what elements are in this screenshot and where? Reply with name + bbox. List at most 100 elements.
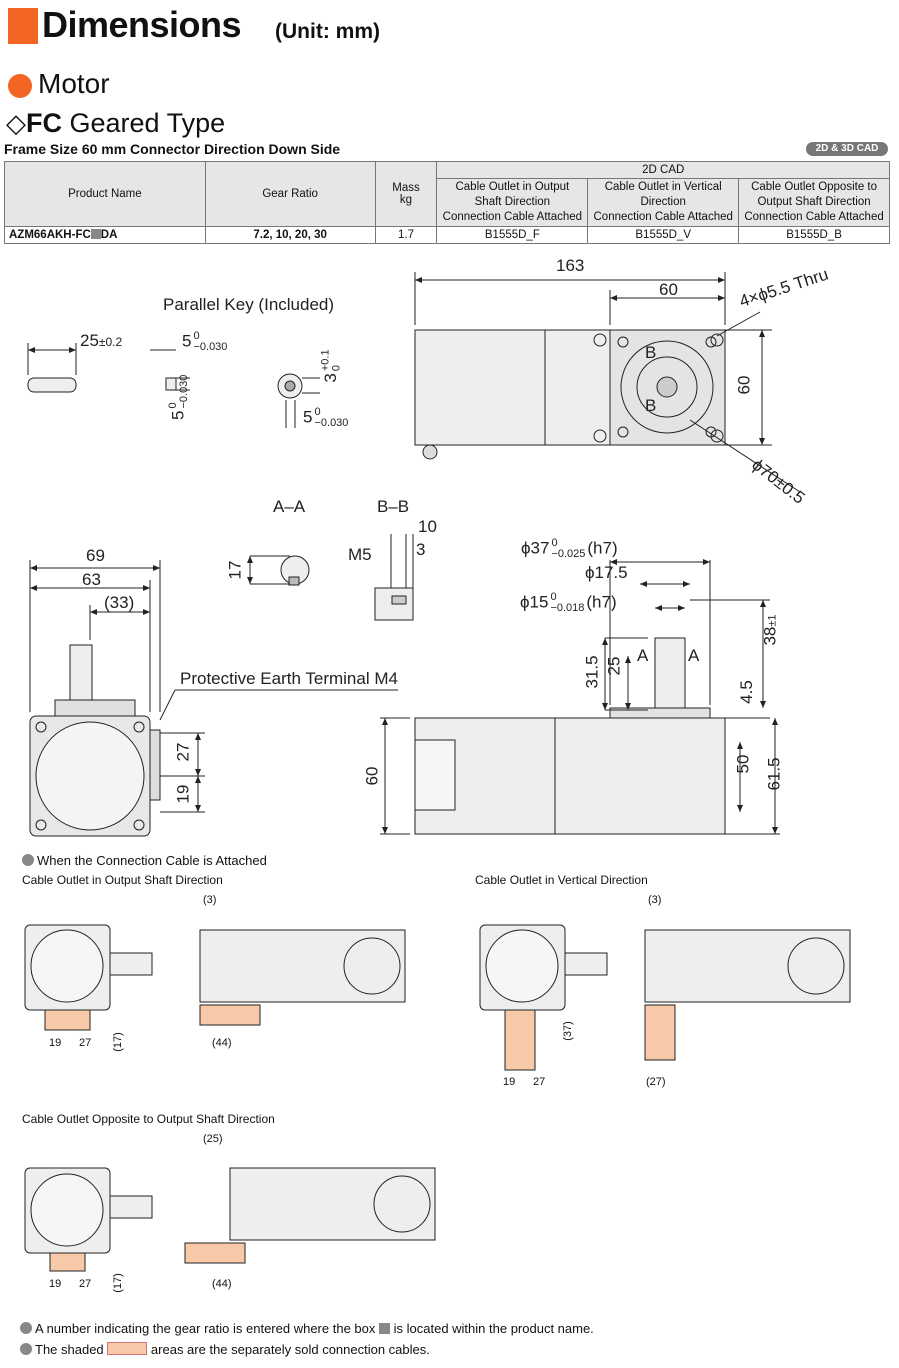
dim-phi37-tol-bot: −0.025 bbox=[551, 548, 586, 560]
section-a-right: A bbox=[688, 646, 700, 665]
dim-4-5: 4.5 bbox=[736, 680, 756, 704]
dim-front-27: 27 bbox=[173, 742, 193, 762]
cell-cad-opposite[interactable]: B1555D_B bbox=[738, 226, 890, 244]
dim-key-width-value: 5 bbox=[182, 331, 192, 351]
diamond-icon: ◇ bbox=[6, 108, 26, 138]
dim-key-slot-width-tol-top: 0 bbox=[314, 406, 321, 418]
dim-bb-3: 3 bbox=[416, 540, 426, 559]
section-aa-label: A–A bbox=[273, 497, 306, 516]
dim-615: 61.5 bbox=[764, 757, 784, 791]
c1-44: (44) bbox=[212, 1037, 232, 1049]
dim-phi37-value: ϕ37 bbox=[521, 538, 550, 558]
cell-cad-shaft[interactable]: B1555D_F bbox=[436, 226, 589, 244]
dim-shaft-315: 31.5 bbox=[582, 655, 602, 689]
dim-aa-17: 17 bbox=[225, 560, 245, 580]
dim-phi175: ϕ17.5 bbox=[585, 563, 628, 582]
note-2a: The shaded bbox=[35, 1342, 104, 1357]
type-prefix: FC bbox=[26, 108, 62, 138]
dim-key-slot-width-value: 5 bbox=[303, 407, 313, 427]
dim-key-width-tol-bot: −0.030 bbox=[193, 341, 228, 353]
gear-box-icon bbox=[379, 1323, 390, 1334]
cell-cad-vertical[interactable]: B1555D_V bbox=[587, 226, 740, 244]
dim-key-width-tol-top: 0 bbox=[193, 330, 200, 342]
cell-product: AZM66AKH-FC DA bbox=[4, 226, 206, 244]
dim-gearhead-width: 60 bbox=[659, 280, 678, 299]
th-cad-vertical: Cable Outlet in Vertical Direction Conne… bbox=[587, 178, 740, 227]
c1-19: 19 bbox=[49, 1037, 62, 1049]
type-label: Geared Type bbox=[69, 108, 226, 138]
dim-key-length-tol: ±0.2 bbox=[98, 335, 123, 349]
dim-key-thickness-value: 5 bbox=[168, 410, 188, 420]
spec-table: Product Name Gear Ratio Mass kg 2D CAD C… bbox=[4, 161, 890, 244]
c3-19: 19 bbox=[49, 1278, 62, 1290]
cable-opposite-label: Cable Outlet Opposite to Output Shaft Di… bbox=[22, 1112, 275, 1126]
page-title: Dimensions bbox=[42, 4, 242, 45]
dim-63: 63 bbox=[82, 570, 101, 589]
dim-phi37-fit: (h7) bbox=[587, 538, 618, 558]
dim-33: (33) bbox=[104, 593, 135, 612]
dim-front-60: 60 bbox=[362, 766, 382, 786]
note-1b: is located within the product name. bbox=[393, 1321, 594, 1336]
gear-box-icon bbox=[90, 229, 101, 239]
dim-key-thickness: 50−0.030 bbox=[167, 375, 190, 420]
section-b-upper: B bbox=[645, 343, 657, 362]
c3-25: (25) bbox=[203, 1133, 223, 1145]
dim-gearhead-height: 60 bbox=[734, 375, 754, 395]
product-prefix: AZM66AKH-FC bbox=[9, 229, 91, 241]
cad-badge[interactable]: 2D & 3D CAD bbox=[806, 142, 888, 156]
c3-27: 27 bbox=[79, 1278, 92, 1290]
dim-bb-10: 10 bbox=[418, 517, 437, 536]
cell-gear: 7.2, 10, 20, 30 bbox=[204, 226, 376, 244]
c3-17: (17) bbox=[111, 1273, 124, 1293]
dim-key-length: 25±0.2 bbox=[80, 331, 122, 351]
dim-50: 50 bbox=[733, 754, 753, 774]
dim-shaft-38: 38±1 bbox=[761, 614, 781, 645]
section-bb-label: B–B bbox=[377, 497, 410, 516]
c2-3: (3) bbox=[648, 894, 662, 906]
dim-shaft-38-tol: ±1 bbox=[766, 614, 779, 627]
dim-front-19: 19 bbox=[173, 784, 193, 804]
section-a-left: A bbox=[637, 646, 649, 665]
c2-27: 27 bbox=[533, 1076, 546, 1088]
th-cad-shaft: Cable Outlet in Output Shaft Direction C… bbox=[436, 178, 589, 227]
section-dot-icon bbox=[8, 74, 32, 98]
note-2b: areas are the separately sold connection… bbox=[150, 1342, 430, 1357]
c1-17: (17) bbox=[111, 1032, 124, 1052]
note-shaded: The shaded areas are the separately sold… bbox=[20, 1342, 430, 1357]
section-b-lower: B bbox=[645, 396, 657, 415]
c2-27p: (27) bbox=[646, 1076, 666, 1088]
c2-19: 19 bbox=[503, 1076, 516, 1088]
c1-3: (3) bbox=[203, 894, 217, 906]
dim-phi15-fit: (h7) bbox=[586, 592, 617, 612]
type-heading: ◇FC Geared Type bbox=[6, 108, 225, 139]
dim-key-slot-width-tol-bot: −0.030 bbox=[314, 417, 349, 429]
section-title: Motor bbox=[38, 68, 110, 99]
page-unit: (Unit: mm) bbox=[275, 20, 380, 43]
note-1a: A number indicating the gear ratio is en… bbox=[35, 1321, 376, 1336]
c2-37: (37) bbox=[561, 1021, 574, 1041]
cable-vertical-label: Cable Outlet in Vertical Direction bbox=[475, 873, 648, 887]
note-gear-ratio: A number indicating the gear ratio is en… bbox=[20, 1321, 594, 1336]
cable-out-shaft-label: Cable Outlet in Output Shaft Direction bbox=[22, 873, 223, 887]
dim-m5: M5 bbox=[348, 545, 372, 564]
c3-44: (44) bbox=[212, 1278, 232, 1290]
title-marker bbox=[8, 8, 38, 44]
dim-phi15-tol-bot: −0.018 bbox=[550, 602, 585, 614]
c1-27: 27 bbox=[79, 1037, 92, 1049]
parallel-key-label: Parallel Key (Included) bbox=[163, 295, 335, 314]
product-suffix: DA bbox=[100, 229, 118, 241]
dim-key-length-value: 25 bbox=[80, 331, 99, 350]
dim-key-height-value: 3 bbox=[321, 373, 341, 383]
dim-total-length: 163 bbox=[556, 256, 585, 275]
bullet-icon bbox=[20, 1343, 32, 1355]
dim-shaft-25: 25 bbox=[604, 656, 624, 676]
th-cad-opposite: Cable Outlet Opposite to Output Shaft Di… bbox=[738, 178, 890, 227]
dim-phi15-value: ϕ15 bbox=[520, 592, 549, 612]
cable-swatch-icon bbox=[107, 1342, 148, 1355]
dim-key-height-tol-bot: 0 bbox=[330, 365, 343, 372]
frame-info: Frame Size 60 mm Connector Direction Dow… bbox=[4, 141, 341, 157]
